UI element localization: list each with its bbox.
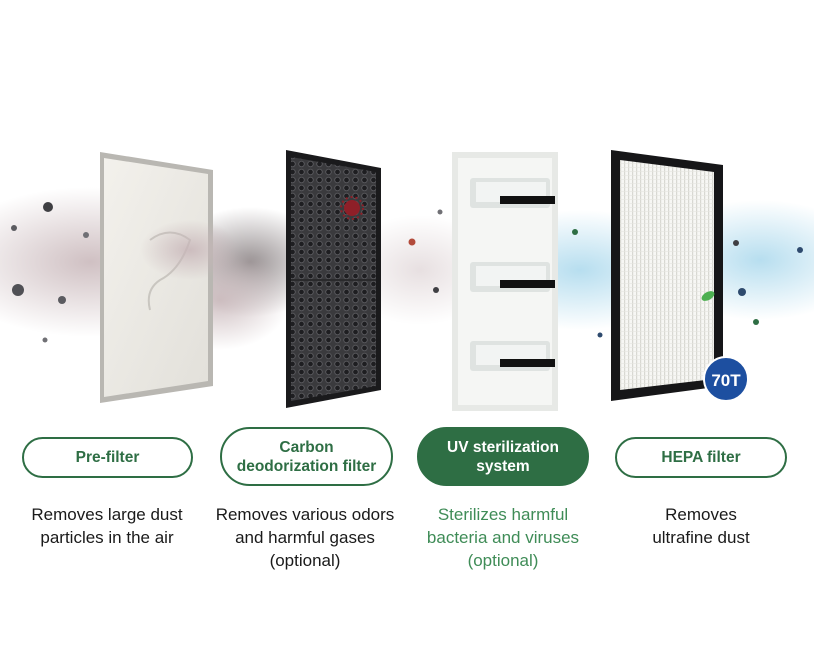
leaf-icon: [701, 291, 715, 301]
description-line: Removes various odors: [215, 505, 395, 524]
carbon-filter-panel: [286, 150, 381, 408]
description-line: ultrafine dust: [652, 528, 750, 547]
uv-lamp: [470, 262, 555, 292]
description-line: bacteria and viruses: [426, 528, 580, 547]
pill-text: Pre-filter: [75, 449, 140, 466]
description-pre-filter: Removes large dust particles in the air: [7, 503, 207, 549]
label-uv-sterilization: UV sterilization system: [417, 427, 589, 486]
description-line: Removes large dust: [31, 505, 183, 524]
pill-text: Carbon: [279, 438, 334, 456]
description-line: Sterilizes harmful: [437, 505, 569, 524]
label-pre-filter: Pre-filter: [22, 437, 193, 478]
hepa-badge: 70T: [703, 356, 749, 402]
hepa-filter-panel: 70T: [611, 150, 749, 402]
pre-filter-panel: [100, 152, 240, 403]
pill-text: UV sterilization: [447, 438, 559, 456]
pill-text: system: [476, 457, 530, 475]
description-line: (optional): [467, 551, 539, 570]
label-hepa-filter: HEPA filter: [615, 437, 787, 478]
description-line: (optional): [269, 551, 341, 570]
uv-lamp: [470, 178, 555, 208]
description-line: Removes: [665, 505, 737, 524]
hepa-badge-text: 70T: [711, 371, 741, 390]
description-carbon-filter: Removes various odors and harmful gases …: [205, 503, 405, 572]
uv-lamp-module: [452, 152, 558, 411]
label-carbon-filter: Carbon deodorization filter: [220, 427, 393, 486]
uv-lamp: [470, 341, 555, 371]
pill-text: HEPA filter: [661, 449, 741, 466]
smoke-haze: [0, 187, 500, 350]
filter-illustration: 70T: [0, 150, 814, 411]
virus-icon: [340, 196, 364, 220]
description-hepa-filter: Removes ultrafine dust: [601, 503, 801, 549]
description-line: particles in the air: [40, 528, 174, 547]
pill-text: deodorization filter: [236, 457, 377, 475]
description-line: and harmful gases: [235, 528, 375, 547]
dust-particles: [11, 202, 803, 343]
description-uv-sterilization: Sterilizes harmful bacteria and viruses …: [403, 503, 603, 572]
